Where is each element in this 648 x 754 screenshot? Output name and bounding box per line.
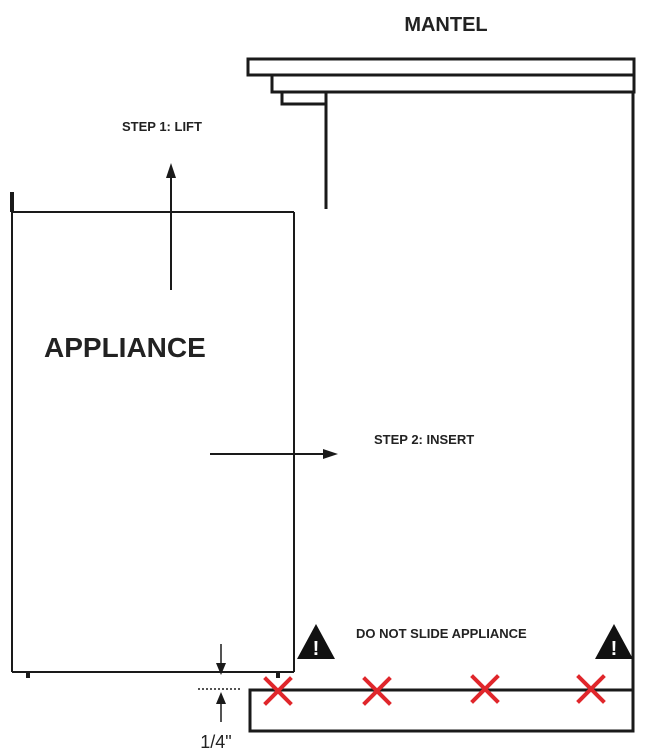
warning-icon-left: ! <box>297 624 335 660</box>
mantel <box>246 57 636 209</box>
clearance-top-arrow-head <box>216 663 226 675</box>
mantel-middle-board <box>270 73 636 94</box>
warning-label: DO NOT SLIDE APPLIANCE <box>356 626 527 641</box>
insert-arrow-head <box>323 449 338 459</box>
warning-icon-right-glyph: ! <box>611 638 618 660</box>
insert-arrow <box>210 449 338 459</box>
x-marker-1 <box>263 676 293 706</box>
hearth-base <box>248 688 635 733</box>
warning-icon-right: ! <box>595 624 633 660</box>
do-not-slide-markers <box>263 674 606 706</box>
step2-label: STEP 2: INSERT <box>374 432 474 447</box>
lift-arrow-head <box>166 163 176 178</box>
step1-label: STEP 1: LIFT <box>122 119 202 134</box>
x-marker-2 <box>362 676 392 706</box>
mantel-lower-trim <box>280 90 328 106</box>
clearance-dimension <box>198 644 240 722</box>
appliance-body <box>11 211 295 673</box>
clearance-bottom-arrow-head <box>216 692 226 704</box>
appliance-label: APPLIANCE <box>44 332 206 363</box>
fireplace-opening <box>248 92 635 733</box>
x-marker-3 <box>470 674 500 704</box>
clearance-label: 1/4" <box>200 732 231 752</box>
warning-icon-left-glyph: ! <box>313 638 320 660</box>
mantel-top-board <box>246 57 636 77</box>
x-marker-4 <box>576 674 606 704</box>
lift-arrow <box>166 163 176 290</box>
mantel-label: MANTEL <box>404 14 487 36</box>
